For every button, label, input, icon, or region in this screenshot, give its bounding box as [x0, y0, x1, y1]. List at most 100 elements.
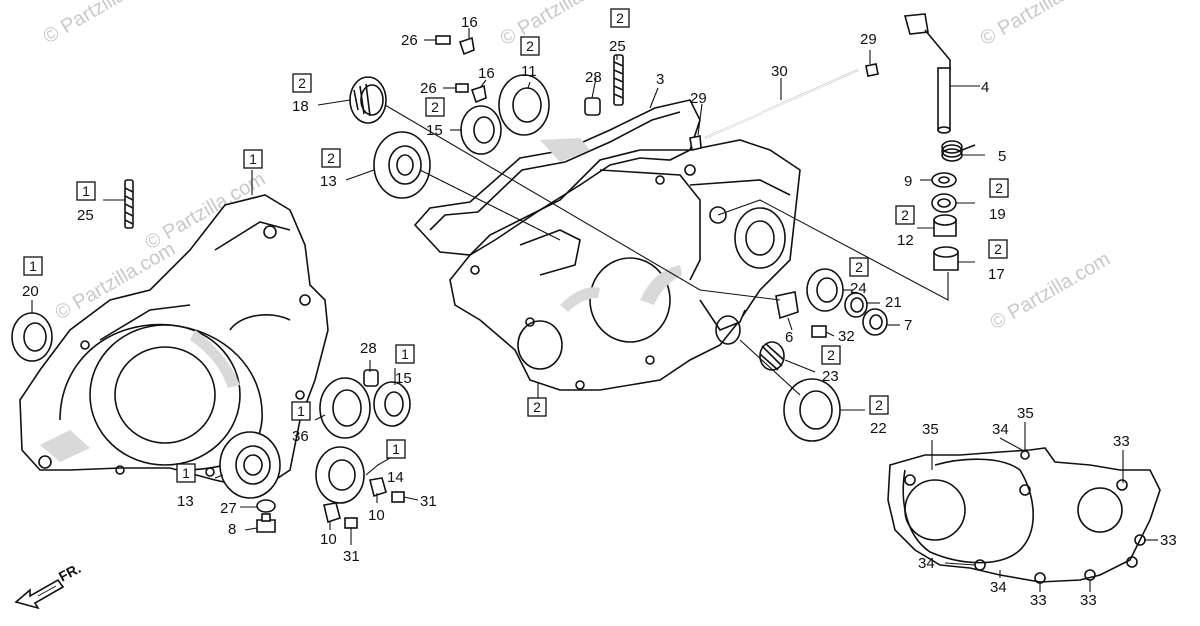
svg-text:1: 1 — [182, 465, 190, 481]
box-marker: 2 — [895, 205, 915, 225]
svg-text:1: 1 — [401, 346, 409, 362]
svg-text:2: 2 — [616, 10, 624, 26]
callout: 5 — [998, 148, 1006, 165]
callout: 16 — [461, 14, 478, 31]
plate-10-b[interactable] — [323, 502, 341, 524]
callout: 25 — [77, 207, 94, 224]
callout: 24 — [850, 280, 867, 297]
bolt-26-upper[interactable] — [435, 35, 451, 45]
seal-24[interactable] — [806, 268, 844, 312]
callout: 35 — [1017, 405, 1034, 422]
drain-bolt-8[interactable] — [256, 513, 276, 533]
bolt-31-a[interactable] — [391, 491, 405, 503]
cover-gasket[interactable] — [887, 447, 1161, 584]
callout: 25 — [609, 38, 626, 55]
box-marker: 2 — [989, 178, 1009, 198]
svg-text:2: 2 — [827, 347, 835, 363]
shaft-4[interactable] — [903, 13, 951, 134]
callout: 15 — [426, 122, 443, 139]
callout: 13 — [320, 173, 337, 190]
callout: 35 — [922, 421, 939, 438]
stud-25-top[interactable] — [613, 54, 624, 106]
callout: 33 — [1080, 592, 1097, 609]
box-marker: 2 — [869, 395, 889, 415]
front-arrow-icon — [14, 578, 65, 610]
bolt-32[interactable] — [811, 325, 827, 338]
clip-16-upper[interactable] — [458, 36, 475, 56]
callout: 26 — [401, 32, 418, 49]
bushing-12[interactable] — [933, 214, 957, 237]
svg-text:1: 1 — [249, 151, 257, 167]
clip-29-top[interactable] — [865, 63, 879, 77]
plate-10-a[interactable] — [369, 477, 387, 498]
box-marker: 1 — [291, 401, 311, 421]
svg-text:2: 2 — [533, 399, 541, 415]
callout: 13 — [177, 493, 194, 510]
washer-27[interactable] — [256, 499, 276, 513]
dowel-28-top[interactable] — [584, 97, 601, 116]
crankcase-gasket[interactable] — [413, 99, 701, 256]
callout: 15 — [395, 370, 412, 387]
callout: 30 — [771, 63, 788, 80]
clip-29-mid[interactable] — [689, 135, 702, 151]
bearing-36[interactable] — [319, 377, 371, 439]
callout: 6 — [785, 329, 793, 346]
stud-25-left[interactable] — [124, 179, 134, 229]
callout: 32 — [838, 328, 855, 345]
bearing-14[interactable] — [315, 446, 365, 504]
bearing-15-left[interactable] — [373, 381, 411, 427]
box-marker: 2 — [821, 345, 841, 365]
hose-30[interactable] — [704, 69, 859, 139]
box-marker: 1 — [176, 463, 196, 483]
bearing-15-top[interactable] — [460, 105, 502, 155]
callout: 8 — [228, 521, 236, 538]
bearing-19[interactable] — [931, 193, 957, 213]
bearing-13-top[interactable] — [373, 131, 431, 199]
callout: 16 — [478, 65, 495, 82]
callout: 34 — [990, 579, 1007, 596]
ring-21[interactable] — [844, 292, 868, 318]
svg-text:2: 2 — [994, 241, 1002, 257]
callout: 23 — [822, 368, 839, 385]
seal-7[interactable] — [862, 308, 888, 336]
bearing-11[interactable] — [498, 74, 550, 136]
washer-9[interactable] — [931, 172, 957, 188]
seal-20[interactable] — [11, 312, 53, 362]
box-marker: 2 — [292, 73, 312, 93]
svg-text:1: 1 — [392, 441, 400, 457]
clip-16-lower[interactable] — [470, 84, 487, 104]
svg-text:1: 1 — [82, 183, 90, 199]
box-marker: 1 — [386, 439, 406, 459]
callout: 31 — [420, 493, 437, 510]
dowel-28-left[interactable] — [363, 369, 379, 387]
callout: 21 — [885, 294, 902, 311]
callout: 33 — [1030, 592, 1047, 609]
clamp-6[interactable] — [775, 291, 799, 320]
bushing-17[interactable] — [933, 246, 959, 271]
watermark: © Partzilla.com — [977, 0, 1105, 50]
callout: 26 — [420, 80, 437, 97]
callout: 10 — [320, 531, 337, 548]
callout: 18 — [292, 98, 309, 115]
right-crankcase[interactable] — [449, 139, 801, 391]
bearing-13-left[interactable] — [219, 431, 281, 499]
box-marker: 1 — [23, 256, 43, 276]
box-marker: 2 — [849, 257, 869, 277]
bolt-26-lower[interactable] — [455, 83, 469, 93]
left-crankcase[interactable] — [19, 194, 329, 491]
bearing-18[interactable] — [349, 76, 387, 124]
bolt-31-b[interactable] — [344, 517, 358, 529]
svg-text:2: 2 — [327, 150, 335, 166]
callout: 19 — [989, 206, 1006, 223]
seal-22[interactable] — [783, 378, 841, 442]
box-marker: 2 — [527, 397, 547, 417]
seal-23[interactable] — [759, 341, 785, 371]
boxed-markers: 2 2 2 2 2 1 1 2 2 2 2 2 2 2 1 1 1 1 1 2 — [23, 8, 1009, 483]
callout: 14 — [387, 469, 404, 486]
spring-5[interactable] — [941, 140, 976, 162]
callout: 9 — [904, 173, 912, 190]
svg-text:2: 2 — [855, 259, 863, 275]
callout: 4 — [981, 79, 989, 96]
callout: 31 — [343, 548, 360, 565]
callout-numbers: 26 16 26 16 11 18 15 13 25 25 28 3 29 30… — [22, 14, 1177, 609]
